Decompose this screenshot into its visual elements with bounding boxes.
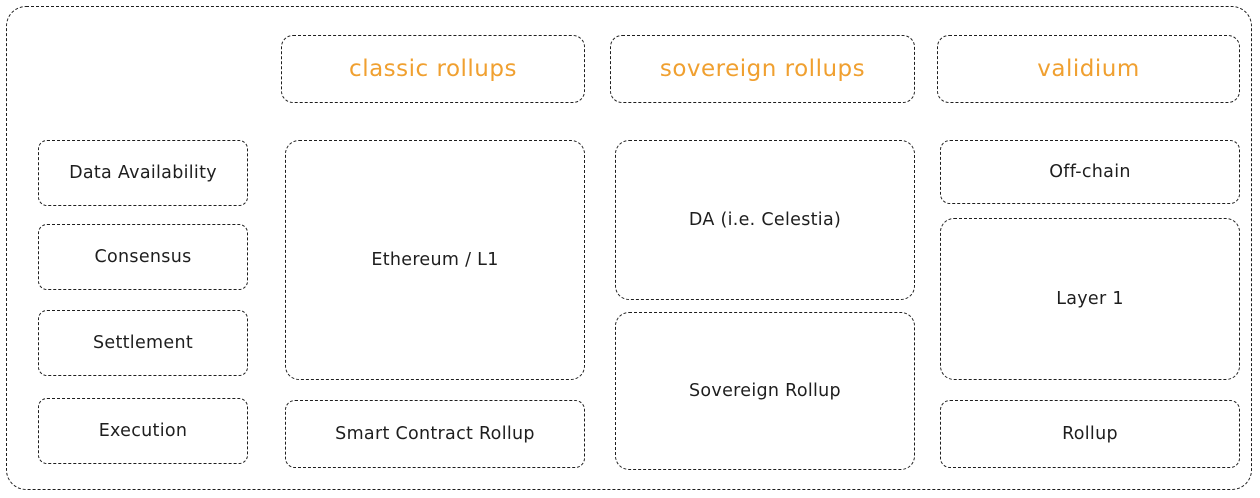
validium-layer1-box: Layer 1 [940,218,1240,380]
classic-smart-contract-rollup-box: Smart Contract Rollup [285,400,585,468]
column-header-validium: validium [937,35,1240,103]
ethereum-l1-label: Ethereum / L1 [371,250,499,270]
row-label-data-availability: Data Availability [38,140,248,206]
column-header-classic-rollups: classic rollups [281,35,585,103]
validium-rollup-box: Rollup [940,400,1240,468]
sovereign-rollup-box: Sovereign Rollup [615,312,915,470]
settlement-label: Settlement [93,333,193,353]
sovereign-rollup-label: Sovereign Rollup [689,381,841,401]
row-label-execution: Execution [38,398,248,464]
offchain-label: Off-chain [1049,162,1131,182]
consensus-label: Consensus [94,247,192,267]
layer1-label: Layer 1 [1056,289,1124,309]
diagram-frame [6,6,1252,490]
validium-header-label: validium [1037,56,1140,82]
da-celestia-label: DA (i.e. Celestia) [688,210,842,230]
classic-ethereum-l1-box: Ethereum / L1 [285,140,585,380]
sovereign-rollups-header-label: sovereign rollups [659,56,866,82]
row-label-consensus: Consensus [38,224,248,290]
smart-contract-rollup-label: Smart Contract Rollup [335,424,535,444]
column-header-sovereign-rollups: sovereign rollups [610,35,915,103]
execution-label: Execution [98,421,188,441]
validium-rollup-label: Rollup [1062,424,1118,444]
row-label-settlement: Settlement [38,310,248,376]
data-availability-label: Data Availability [69,163,217,183]
sovereign-da-celestia-box: DA (i.e. Celestia) [615,140,915,300]
classic-rollups-header-label: classic rollups [349,56,517,82]
validium-offchain-box: Off-chain [940,140,1240,204]
